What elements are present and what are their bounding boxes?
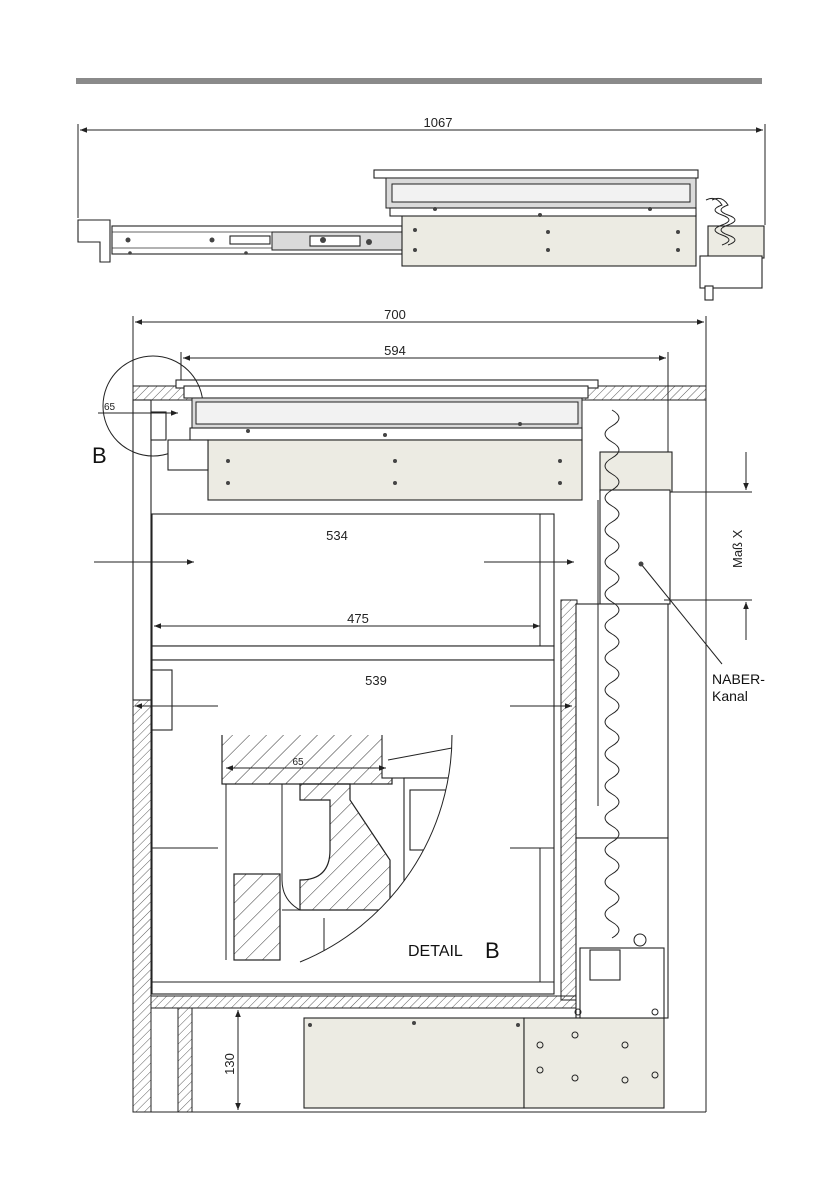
dim-drawer-upper-inner: 475 xyxy=(347,611,369,626)
detail-marker: B xyxy=(92,443,107,468)
label-mass-x: Maß X xyxy=(730,529,745,568)
header-bar xyxy=(76,78,762,84)
side-view: 700 594 B 65 xyxy=(92,307,765,1112)
top-view: 1067 xyxy=(78,115,765,300)
dim-plinth-height: 130 xyxy=(222,1053,237,1075)
dim-drawer-lower-width: 539 xyxy=(365,673,387,688)
detail-title-letter: B xyxy=(485,938,500,963)
detail-title-word: DETAIL xyxy=(408,943,463,960)
label-naber-line1: NABER- xyxy=(712,671,765,687)
label-naber-line2: Kanal xyxy=(712,688,748,704)
dim-cabinet-depth: 700 xyxy=(384,307,406,322)
dim-cooktop-width: 594 xyxy=(384,343,406,358)
dim-detail-inner-65: 65 xyxy=(292,757,304,768)
dim-detail-b-offset: 65 xyxy=(104,402,116,413)
dim-drawer-upper-width: 534 xyxy=(326,528,348,543)
dim-overall-length: 1067 xyxy=(424,115,453,130)
